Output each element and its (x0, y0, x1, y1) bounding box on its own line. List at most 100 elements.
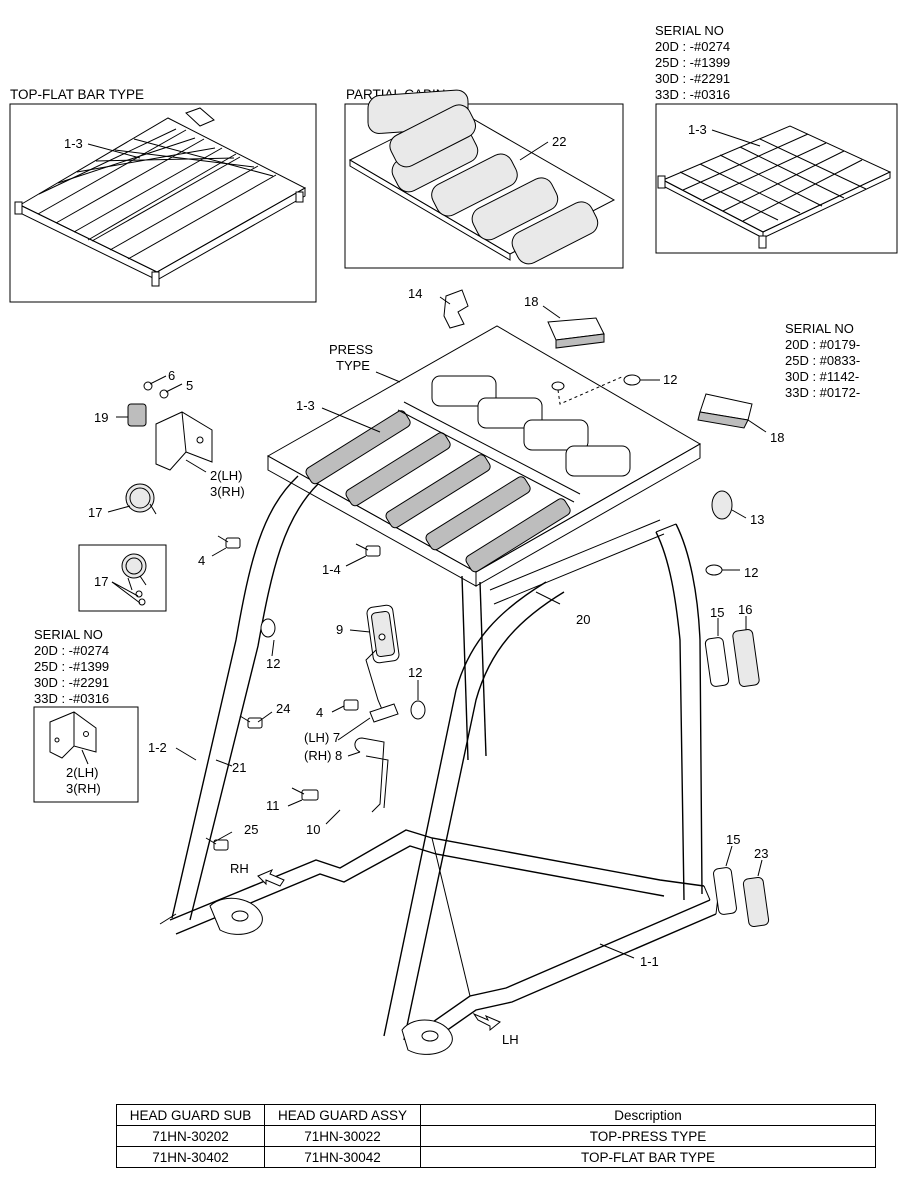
pillar-front-left (159, 475, 319, 925)
knob-13 (711, 490, 733, 520)
callout-2-lh: 2(LH) (210, 468, 243, 483)
serial-left-bracket-drawing (49, 711, 97, 759)
inset-flat-bar-title: TOP-FLAT BAR TYPE (10, 87, 144, 102)
bolt-24 (239, 715, 263, 729)
cover-15b (713, 867, 737, 915)
serial-left-label-lh: 2(LH) (66, 765, 99, 780)
serial-right-line-5: 33D : #0172- (785, 385, 860, 400)
cover-16 (732, 629, 760, 687)
inset-lamp-frame (78, 544, 167, 612)
parts-diagram: TOP-FLAT BAR TYPE 1-3 PARTIAL CABIN (9, 23, 898, 1055)
callout-25: 25 (244, 822, 258, 837)
serial-right-line-2: 20D : #0179- (785, 337, 860, 352)
pillar-rear-left (461, 575, 487, 761)
bolt-1-4 (355, 543, 381, 557)
cell-sub: 71HN-30202 (116, 1125, 265, 1147)
callout-12c: 12 (266, 656, 280, 671)
partial-cabin-label: 22 (552, 134, 566, 149)
bracket-2-3 (155, 411, 213, 471)
grommet-12d (410, 700, 426, 720)
callout-21: 21 (232, 760, 246, 775)
callout-13: 13 (750, 512, 764, 527)
partial-cabin-leader (519, 141, 549, 161)
callout-1-4: 1-4 (322, 562, 341, 577)
cell-assy: 71HN-30022 (264, 1125, 421, 1147)
serial-left-line-2: 20D : -#0274 (34, 643, 109, 658)
cover-23 (742, 876, 770, 928)
bolt-25 (205, 837, 229, 851)
arrow-rh (257, 869, 285, 887)
lamp-detail-label: 17 (94, 574, 108, 589)
inset-lamp-detail: 17 (78, 544, 167, 612)
table-header-row: HEAD GUARD SUB HEAD GUARD ASSY Descripti… (116, 1104, 876, 1126)
flat-bar-label: 1-3 (64, 136, 83, 151)
serial-right-block: SERIAL NO 20D : #0179- 25D : #0833- 30D … (785, 321, 860, 400)
inset-flat-bar-type: TOP-FLAT BAR TYPE 1-3 (9, 87, 317, 303)
callout-14: 14 (408, 286, 422, 301)
serial-right-line-3: 25D : #0833- (785, 353, 860, 368)
inset-partial-cabin: PARTIAL CABIN 22 (344, 87, 624, 269)
callout-24: 24 (276, 701, 290, 716)
serial-top-line-2: 20D : -#0274 (655, 39, 730, 54)
callout-3-rh: 3(RH) (210, 484, 245, 499)
callout-4a: 4 (198, 553, 205, 568)
serial-left-line-5: 33D : -#0316 (34, 691, 109, 706)
partial-cabin-roof-drawing (348, 89, 616, 265)
callout-lh: LH (502, 1032, 519, 1047)
callout-16: 16 (738, 602, 752, 617)
grommet-12b (705, 564, 723, 576)
callout-1-2: 1-2 (148, 740, 167, 755)
callout-18b: 18 (770, 430, 784, 445)
cell-sub: 71HN-30402 (116, 1146, 265, 1168)
pillar-rear-right (655, 523, 703, 901)
serial-top-leader (711, 129, 761, 147)
base-frame (169, 829, 721, 1055)
work-lamp-17 (125, 483, 157, 515)
inset-flat-bar-frame (9, 103, 317, 303)
callout-1-1: 1-1 (640, 954, 659, 969)
callout-5: 5 (186, 378, 193, 393)
serial-top-line-1: SERIAL NO (655, 23, 724, 38)
serial-top-line-4: 30D : -#2291 (655, 71, 730, 86)
callout-17: 17 (88, 505, 102, 520)
roof-press-type (266, 325, 702, 587)
press-type-label: PRESS TYPE (329, 342, 401, 383)
relay-19 (127, 403, 147, 427)
mirror-9 (365, 604, 400, 715)
serial-left-line-4: 30D : -#2291 (34, 675, 109, 690)
callout-9: 9 (336, 622, 343, 637)
inset-partial-cabin-frame (344, 103, 624, 269)
arrow-lh (472, 1012, 501, 1032)
flat-bar-leader (87, 143, 141, 159)
inset-serial-left-frame (33, 706, 139, 803)
serial-top-label: 1-3 (688, 122, 707, 137)
inset-serial-top-frame (655, 103, 898, 254)
rear-lamp-18a (547, 317, 605, 349)
serial-left-line-3: 25D : -#1399 (34, 659, 109, 674)
callout-18a: 18 (524, 294, 538, 309)
serial-top-line-3: 25D : -#1399 (655, 55, 730, 70)
callout-labels: 14 18 12 18 6 5 19 13 1-3 2(LH) 3(RH) 17… (88, 286, 784, 1047)
grommet-12a (623, 374, 641, 386)
callout-10: 10 (306, 822, 320, 837)
header-head-guard-assy: HEAD GUARD ASSY (264, 1104, 421, 1126)
stay-7-8 (354, 703, 399, 813)
cover-15a (704, 637, 730, 687)
serial-left-label-rh: 3(RH) (66, 781, 101, 796)
serial-right-line-1: SERIAL NO (785, 321, 854, 336)
callout-7-lh: (LH) 7 (304, 730, 340, 745)
table-row: 71HN-30202 71HN-30022 TOP-PRESS TYPE (116, 1125, 876, 1147)
cell-assy: 71HN-30042 (264, 1146, 421, 1168)
cell-desc: TOP-PRESS TYPE (420, 1125, 876, 1147)
rear-lamp-18b (697, 393, 753, 429)
callout-12d: 12 (408, 665, 422, 680)
serial-top-line-5: 33D : -#0316 (655, 87, 730, 102)
callout-15b: 15 (726, 832, 740, 847)
callout-20: 20 (576, 612, 590, 627)
header-head-guard-sub: HEAD GUARD SUB (116, 1104, 265, 1126)
callout-8-rh: (RH) 8 (304, 748, 342, 763)
serial-right-line-4: 30D : #1142- (785, 369, 859, 384)
clip-14 (443, 289, 469, 329)
inset-serial-top: SERIAL NO 20D : -#0274 25D : -#1399 30D … (655, 23, 898, 254)
callout-23: 23 (754, 846, 768, 861)
